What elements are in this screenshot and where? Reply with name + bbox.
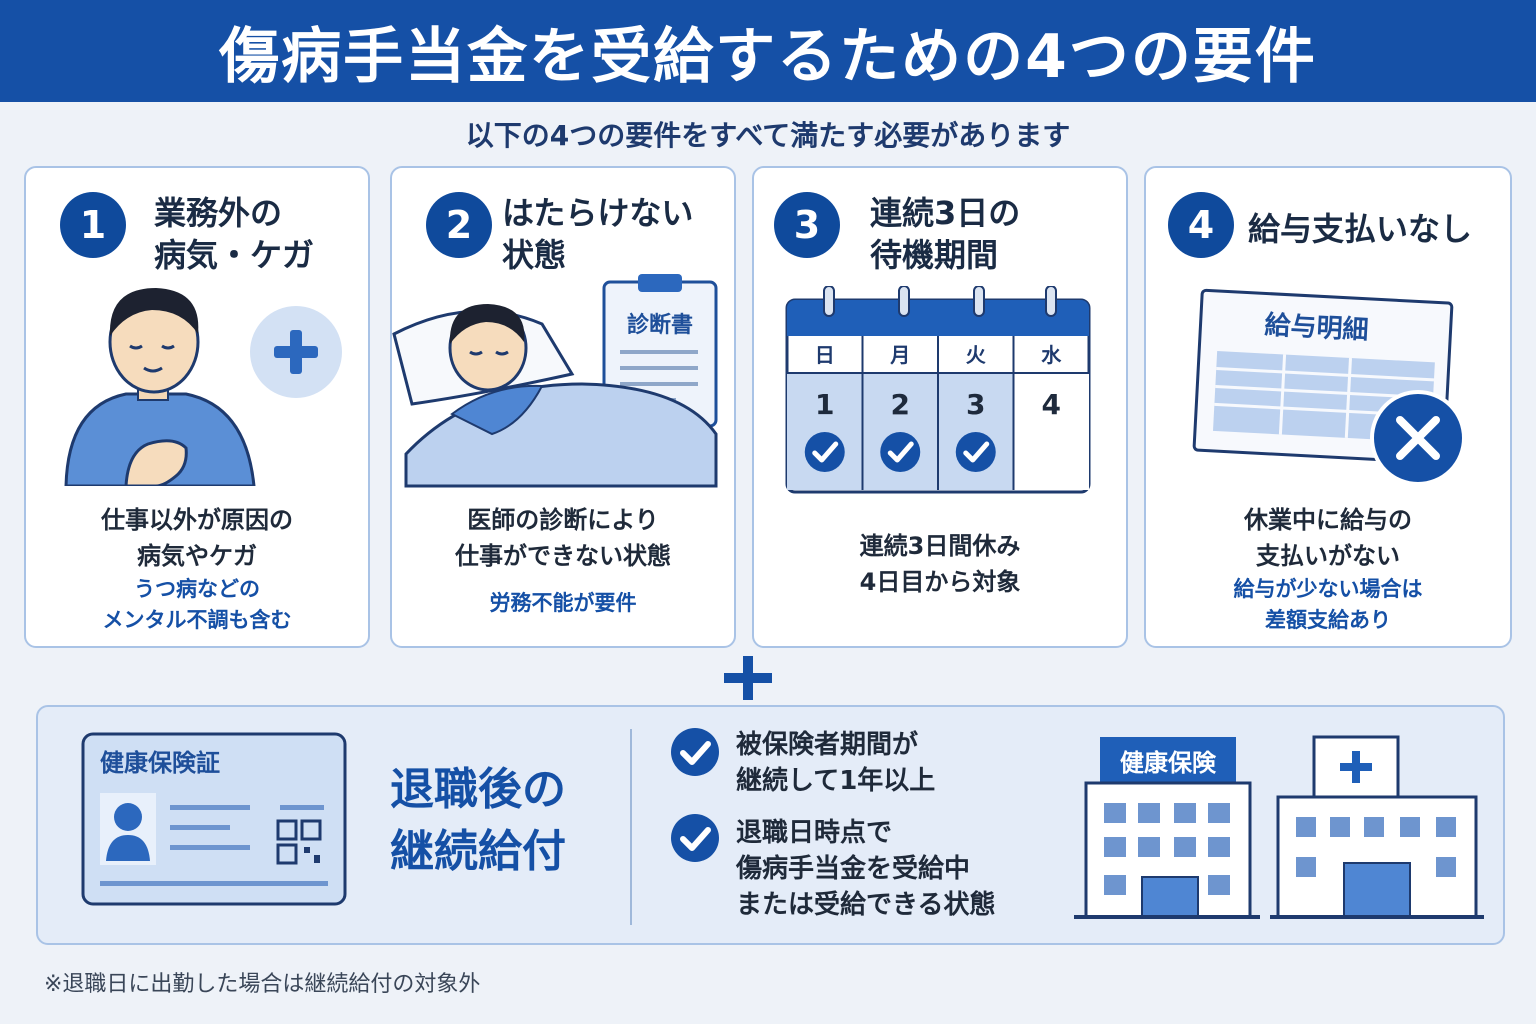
calendar-illustration: 日 1 月 2 火 3 水 4 xyxy=(785,286,1091,494)
person-photo-icon xyxy=(114,803,142,831)
requirement-card-2: 2 はたらけない 状態 診断書 医師の診断により 仕事ができない状態 労務不能が… xyxy=(390,166,736,648)
requirement-note-2: 労務不能が要件 xyxy=(489,591,637,615)
check-icon xyxy=(671,814,719,862)
calendar-columns: 日 1 月 2 火 3 水 4 xyxy=(787,336,1089,490)
blanket xyxy=(404,382,718,488)
requirement-description-3: 連続3日間休み 4日目から対象 xyxy=(859,532,1021,596)
requirement-card-4: 4 給与支払いなし 給与明細 休業中に給与の 支払いがない 給与が少ない場合は … xyxy=(1144,166,1512,648)
check-icon xyxy=(880,432,921,472)
section-divider xyxy=(630,729,632,925)
requirement-title-1: 業務外の 病気・ケガ xyxy=(154,194,315,274)
requirement-card-3: 3 連続3日の 待機期間 日 1 月 2 火 3 水 4 連続3日間休み 4日目から対象 xyxy=(752,166,1128,648)
check-icon xyxy=(671,728,719,776)
calendar-weekday-label: 日 xyxy=(815,343,835,367)
check-icon xyxy=(804,432,845,472)
condition-1: 被保険者期間が 継続して1年以上 xyxy=(736,730,936,796)
requirement-title-3: 連続3日の 待機期間 xyxy=(870,194,1021,274)
plus-icon xyxy=(724,656,772,700)
requirement-card-1: 1 業務外の 病気・ケガ 仕事以外が原因の 病気やケガ うつ病などの メンタル不… xyxy=(24,166,370,648)
calendar-weekday-label: 火 xyxy=(966,343,987,367)
calendar-weekday-label: 水 xyxy=(1041,343,1062,367)
clipboard-clip-icon xyxy=(638,274,682,292)
person-hair xyxy=(109,288,199,336)
requirement-description-4: 休業中に給与の 支払いがない xyxy=(1244,506,1412,570)
step-number-1: 1 xyxy=(60,192,126,258)
continuation-section: 健康保険証 退職後の 継続給付 被保険者期間が 継続して1年以上 退職日時点で … xyxy=(36,705,1505,945)
step-number-2: 2 xyxy=(426,192,492,258)
check-mark xyxy=(963,441,990,463)
building-sign-label: 健康保険 xyxy=(1120,749,1217,777)
page-title: 傷病手当金を受給するための4つの要件 xyxy=(219,21,1317,92)
payslip-illustration: 給与明細 xyxy=(1192,288,1466,486)
qr-code-icon xyxy=(276,819,322,865)
calendar-column-divider xyxy=(937,336,939,490)
calendar-day-cell xyxy=(1013,372,1089,490)
calendar-weekday-label: 月 xyxy=(889,343,910,367)
payslip-label: 給与明細 xyxy=(1264,309,1369,345)
calendar-day-number: 4 xyxy=(1042,388,1061,421)
continuation-title: 退職後の 継続給付 xyxy=(390,764,566,877)
condition-2: 退職日時点で 傷病手当金を受給中 または受給できる状態 xyxy=(736,818,996,920)
check-mark xyxy=(887,441,914,463)
buildings-illustration: 健康保険 xyxy=(1074,735,1484,919)
header-banner: 傷病手当金を受給するための4つの要件 xyxy=(0,0,1536,102)
step-number-3: 3 xyxy=(774,192,840,258)
calendar-column-divider xyxy=(1012,336,1015,490)
requirement-note-4: 給与が少ない場合は 差額支給あり xyxy=(1233,577,1423,632)
step-number-4: 4 xyxy=(1168,192,1234,258)
calendar-ring-icon xyxy=(823,286,835,317)
requirement-note-1: うつ病などの メンタル不調も含む xyxy=(102,577,292,632)
insurance-card-label: 健康保険証 xyxy=(100,749,220,777)
sleeping-person-shoulder xyxy=(450,384,544,436)
requirement-title-4: 給与支払いなし xyxy=(1248,210,1473,248)
person-illustration-1 xyxy=(64,288,342,486)
calendar-column-divider xyxy=(861,336,864,490)
calendar-day-number: 1 xyxy=(815,388,834,421)
certificate-label: 診断書 xyxy=(627,312,693,338)
requirement-title-2: はたらけない 状態 xyxy=(502,194,694,274)
requirement-description-2: 医師の診断により 仕事ができない状態 xyxy=(455,506,671,570)
check-icon xyxy=(955,432,996,472)
sick-in-bed-illustration: 診断書 xyxy=(392,274,718,488)
building-sign xyxy=(1100,737,1236,783)
hand-on-chest xyxy=(124,439,188,486)
insurance-card-illustration: 健康保険証 xyxy=(81,732,347,906)
requirement-description-1: 仕事以外が原因の 病気やケガ xyxy=(101,506,293,570)
check-mark xyxy=(812,441,839,463)
calendar-day-number: 3 xyxy=(966,388,985,421)
calendar-day-number: 2 xyxy=(891,388,910,421)
calendar-row-divider xyxy=(787,372,1089,374)
footnote: ※退職日に出勤した場合は継続給付の対象外 xyxy=(44,972,481,997)
subtitle: 以下の4つの要件をすべて満たす必要があります xyxy=(465,119,1071,152)
